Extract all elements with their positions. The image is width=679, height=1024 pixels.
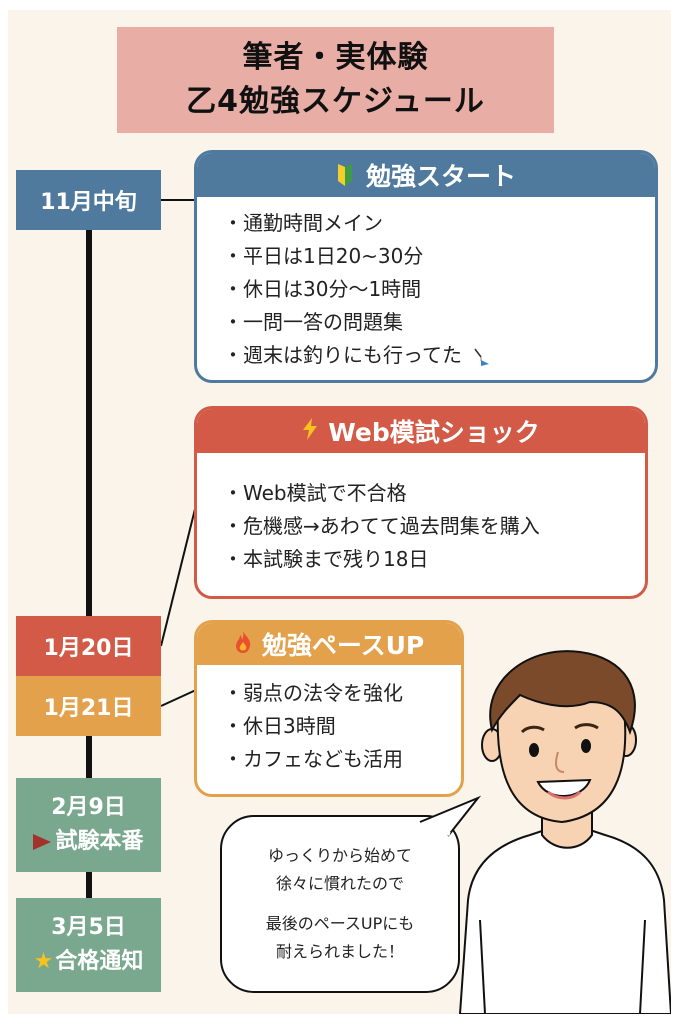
date-tag-mar: 3月5日 ★合格通知 xyxy=(16,898,161,992)
card-title: 勉強ペースUP xyxy=(261,631,425,660)
list-item: ・危機感→あわてて過去問集を購入 xyxy=(223,514,540,538)
card-header: 勉強スタート xyxy=(197,153,655,197)
card-list: ・通勤時間メイン ・平日は1日20~30分 ・休日は30分〜1時間 ・一問一答の… xyxy=(197,197,655,372)
card-title: Web模試ショック xyxy=(328,418,540,447)
bubble-line: 徐々に慣れたので xyxy=(275,874,404,893)
bubble-line: 最後のペースUPにも xyxy=(265,914,415,933)
list-item: ・平日は1日20~30分 xyxy=(223,244,424,268)
list-item: ・通勤時間メイン xyxy=(223,211,383,235)
date-text: 11月中旬 xyxy=(40,190,137,215)
date-tag-feb: 2月9日 試験本番 xyxy=(16,778,161,872)
event-label-row: ★合格通知 xyxy=(34,945,144,979)
list-item: ・一問一答の問題集 xyxy=(223,310,403,334)
list-item: ・休日3時間 xyxy=(223,714,336,738)
card-list: ・弱点の法令を強化 ・休日3時間 ・カフェなども活用 xyxy=(197,665,461,776)
card-header: Web模試ショック xyxy=(197,409,645,453)
list-item-with-icon: ・週末は釣りにも行ってた xyxy=(223,339,655,372)
red-pennant-icon xyxy=(33,834,52,850)
title-line-1: 筆者・実体験 xyxy=(242,40,429,75)
list-item: ・本試験まで残り18日 xyxy=(223,547,429,571)
speech-bubble: ゆっくりから始めて 徐々に慣れたので 最後のペースUPにも 耐えられました！ xyxy=(220,815,460,993)
date-tag-nov: 11月中旬 xyxy=(16,170,161,230)
person-illustration xyxy=(458,650,671,1014)
lightning-icon xyxy=(302,417,318,445)
date-text: 1月21日 xyxy=(43,696,134,721)
list-item: ・カフェなども活用 xyxy=(223,747,403,771)
timeline-line xyxy=(86,230,92,910)
title-line-2: 乙4勉強スケジュール xyxy=(186,84,485,119)
card-header: 勉強ペースUP xyxy=(197,623,461,665)
date-text: 1月20日 xyxy=(43,636,134,661)
list-item: ・弱点の法令を強化 xyxy=(223,681,403,705)
date-text: 3月5日 xyxy=(51,915,126,940)
event-label: 合格通知 xyxy=(55,949,144,974)
date-text: 2月9日 xyxy=(51,795,126,820)
star-icon: ★ xyxy=(33,949,54,974)
card-web-mock-shock: Web模試ショック ・Web模試で不合格 ・危機感→あわてて過去問集を購入 ・本… xyxy=(194,406,648,599)
beginner-leaf-icon xyxy=(337,164,352,186)
date-tag-jan20: 1月20日 xyxy=(16,616,161,676)
fire-icon xyxy=(234,630,252,659)
fishing-icon xyxy=(474,348,490,366)
bubble-line: ゆっくりから始めて xyxy=(267,846,412,865)
card-study-start: 勉強スタート ・通勤時間メイン ・平日は1日20~30分 ・休日は30分〜1時間… xyxy=(194,150,658,383)
list-item-text: ・週末は釣りにも行ってた xyxy=(223,343,462,367)
title-box: 筆者・実体験 乙4勉強スケジュール xyxy=(117,27,554,133)
event-label: 試験本番 xyxy=(55,829,144,854)
event-label-row: 試験本番 xyxy=(33,825,144,859)
list-item: ・Web模試で不合格 xyxy=(223,481,407,505)
bubble-line: 耐えられました！ xyxy=(275,942,404,961)
card-list: ・Web模試で不合格 ・危機感→あわてて過去問集を購入 ・本試験まで残り18日 xyxy=(197,453,645,576)
date-tag-jan21: 1月21日 xyxy=(16,676,161,736)
card-title: 勉強スタート xyxy=(365,162,516,191)
card-pace-up: 勉強ペースUP ・弱点の法令を強化 ・休日3時間 ・カフェなども活用 xyxy=(194,620,464,797)
list-item: ・休日は30分〜1時間 xyxy=(223,277,422,301)
